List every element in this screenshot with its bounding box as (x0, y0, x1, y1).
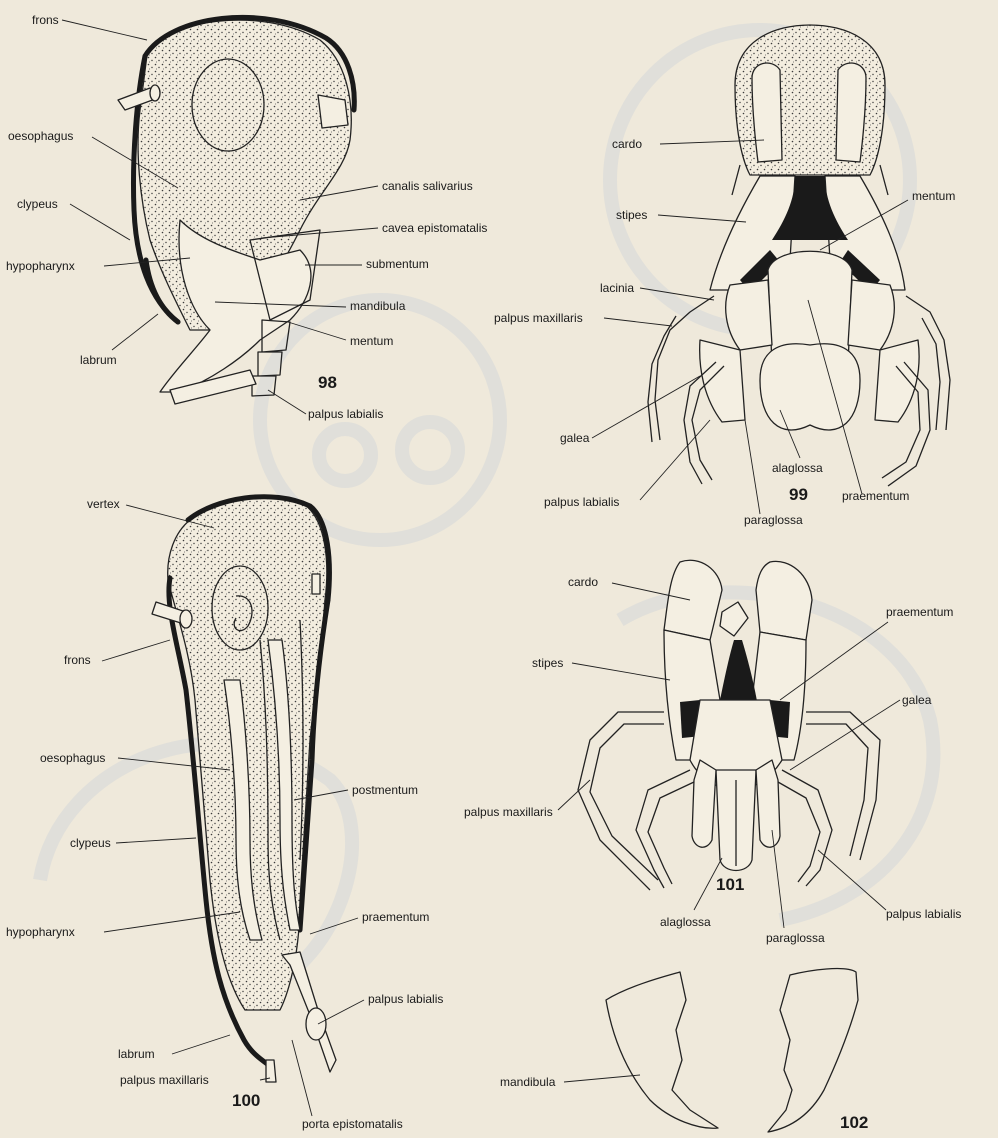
fig101-cardo-mid (720, 602, 748, 636)
fig98-antenna-base (150, 85, 160, 101)
fig101-paraglossa-left (692, 760, 716, 847)
label-praementum-101: praementum (886, 605, 953, 619)
label-palpus-maxillaris-99: palpus maxillaris (494, 311, 583, 325)
label-cardo-99: cardo (612, 137, 642, 151)
label-porta-epistomatalis: porta epistomatalis (302, 1117, 403, 1131)
fig99-cardo-left (752, 63, 782, 162)
fig99-number: 99 (789, 485, 808, 504)
fig99-alaglossa (760, 344, 860, 430)
figure-102: 102 mandibula (500, 969, 868, 1132)
fig99-paraglossa-left (700, 340, 745, 422)
label-mentum-98: mentum (350, 334, 393, 348)
label-alaglossa-101: alaglossa (660, 915, 711, 929)
figure-98: 98 frons oesophagus clypeus hypopharynx … (6, 13, 487, 421)
fig101-palpus-labialis-left (636, 770, 694, 888)
label-clypeus-98: clypeus (17, 197, 58, 211)
label-canalis-salivarius: canalis salivarius (382, 179, 473, 193)
label-praementum-99: praementum (842, 489, 909, 503)
label-hypopharynx-100: hypopharynx (6, 925, 75, 939)
figure-101: 101 cardo praementum stipes galea palpus… (464, 560, 961, 945)
fig100-number: 100 (232, 1091, 260, 1110)
label-oesophagus-100: oesophagus (40, 751, 105, 765)
label-cardo-101: cardo (568, 575, 598, 589)
label-oesophagus-98: oesophagus (8, 129, 73, 143)
label-mandibula-98: mandibula (350, 299, 406, 313)
label-palpus-labialis-99: palpus labialis (544, 495, 619, 509)
label-palpus-maxillaris-101: palpus maxillaris (464, 805, 553, 819)
fig101-paraglossa-right (756, 760, 780, 847)
fig98-tentorium (318, 95, 348, 128)
label-postmentum: postmentum (352, 783, 418, 797)
fig99-cardo-right (836, 63, 866, 162)
label-frons-98: frons (32, 13, 59, 27)
fig100-tentorium (312, 574, 320, 594)
fig99-paraglossa-right (875, 340, 919, 422)
fig100-palp-segment (306, 1008, 326, 1040)
fig102-number: 102 (840, 1113, 868, 1132)
label-labrum-100: labrum (118, 1047, 155, 1061)
fig102-mandibula-left (606, 972, 718, 1128)
fig99-galea-right (848, 280, 894, 350)
label-palpus-maxillaris-100: palpus maxillaris (120, 1073, 209, 1087)
label-labrum-98: labrum (80, 353, 117, 367)
fig101-cardo-right (756, 561, 812, 640)
label-mentum-99: mentum (912, 189, 955, 203)
label-galea-99: galea (560, 431, 590, 445)
fig101-palpus-labialis-right (778, 770, 832, 886)
label-clypeus-100: clypeus (70, 836, 111, 850)
fig101-palpus-maxillaris-right (806, 712, 880, 860)
fig101-cardo-left (664, 560, 722, 640)
label-palpus-labialis-98: palpus labialis (308, 407, 383, 421)
label-frons-100: frons (64, 653, 91, 667)
label-lacinia: lacinia (600, 281, 634, 295)
label-cavea-epistomatalis: cavea epistomatalis (382, 221, 487, 235)
fig99-galea-left (726, 280, 772, 350)
label-mandibula-102: mandibula (500, 1075, 556, 1089)
fig102-mandibula-right (768, 969, 858, 1132)
label-palpus-labialis-101: palpus labialis (886, 907, 961, 921)
label-paraglossa-99: paraglossa (744, 513, 803, 527)
label-submentum: submentum (366, 257, 429, 271)
fig101-number: 101 (716, 875, 744, 894)
label-hypopharynx-98: hypopharynx (6, 259, 75, 273)
label-galea-101: galea (902, 693, 932, 707)
label-praementum-100: praementum (362, 910, 429, 924)
label-stipes-101: stipes (532, 656, 563, 670)
label-alaglossa-99: alaglossa (772, 461, 823, 475)
fig98-number: 98 (318, 373, 337, 392)
label-paraglossa-101: paraglossa (766, 931, 825, 945)
label-stipes-99: stipes (616, 208, 647, 222)
label-vertex: vertex (87, 497, 120, 511)
fig100-antenna-base (180, 610, 192, 628)
label-palpus-labialis-100: palpus labialis (368, 992, 443, 1006)
